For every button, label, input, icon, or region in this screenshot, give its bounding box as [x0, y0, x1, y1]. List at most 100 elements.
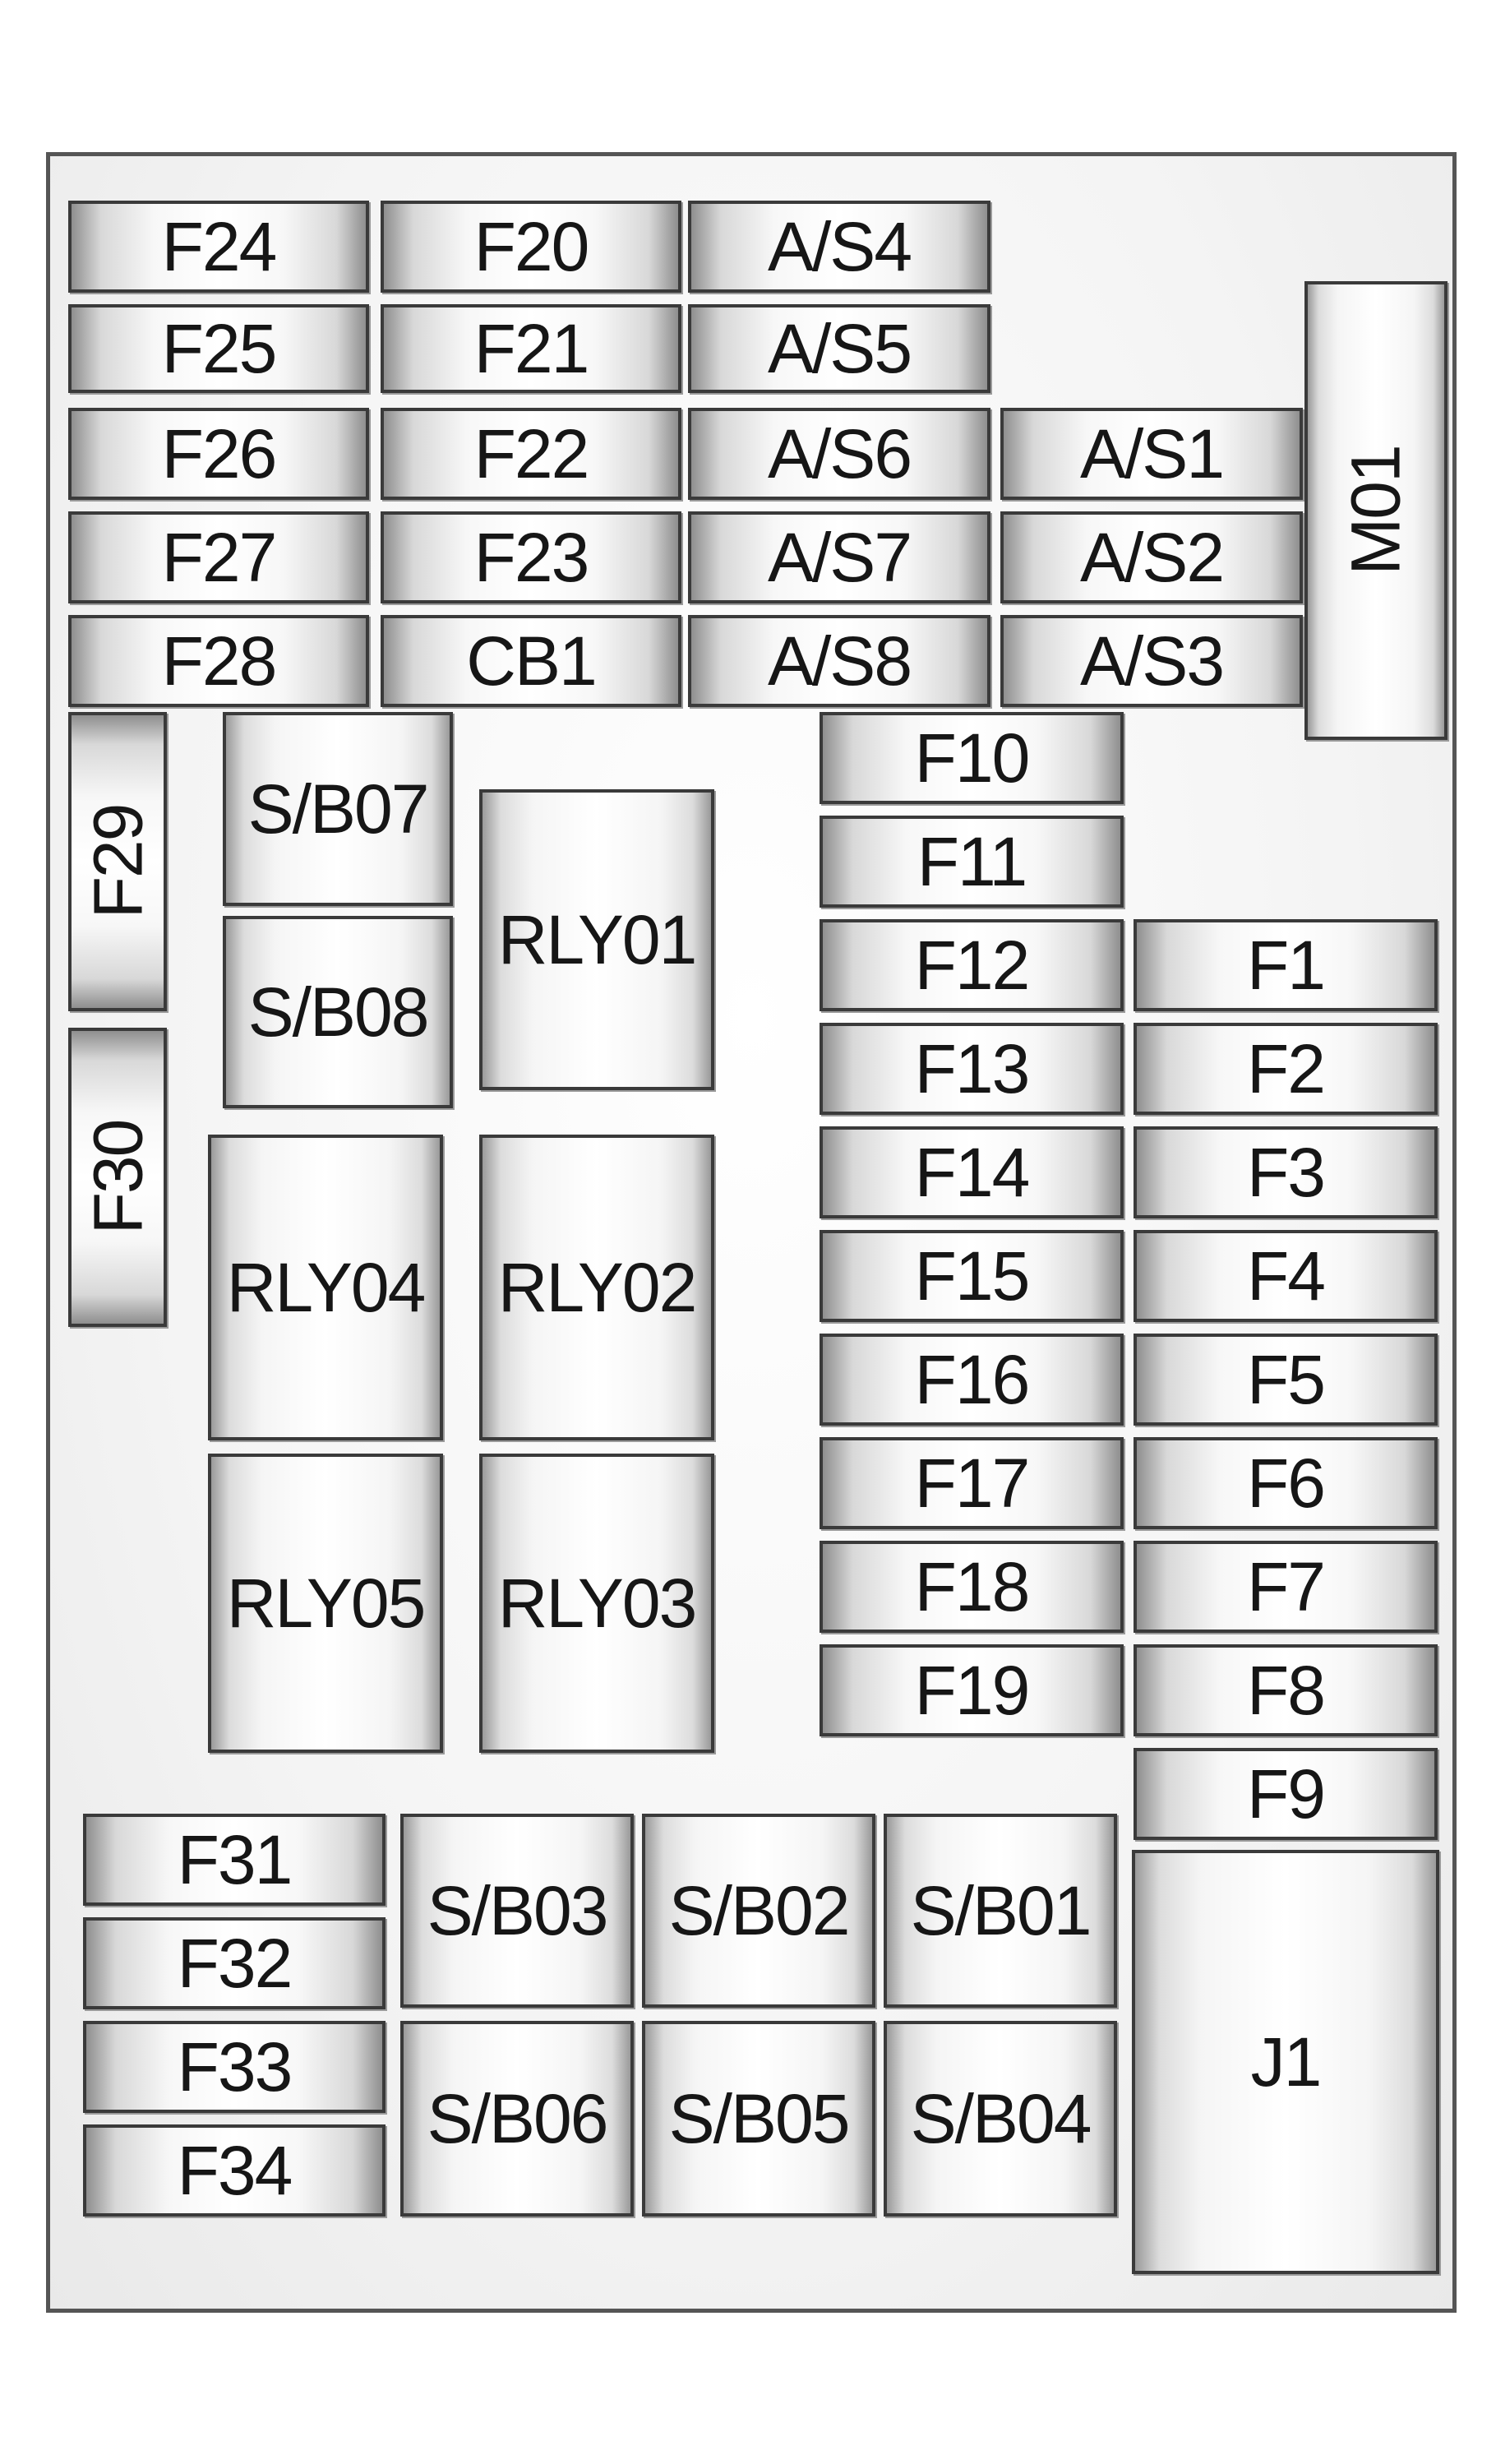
fuse-f31: F31	[83, 1814, 386, 1906]
fuse-label: F6	[1246, 1445, 1326, 1522]
relay-rly04: RLY04	[208, 1135, 443, 1440]
fuse-as3: A/S3	[1000, 615, 1303, 707]
fuse-f9: F9	[1134, 1748, 1438, 1840]
fuse-sb06: S/B06	[400, 2021, 634, 2217]
fuse-label: RLY04	[226, 1249, 427, 1326]
fuse-f29: F29	[68, 712, 167, 1011]
fuse-label: F23	[473, 519, 590, 596]
fuse-label: F17	[914, 1445, 1031, 1522]
fuse-f20: F20	[381, 201, 681, 293]
fuse-f15: F15	[820, 1230, 1124, 1322]
fuse-f2: F2	[1134, 1023, 1438, 1115]
fuse-label: M01	[1337, 446, 1415, 576]
fuse-f16: F16	[820, 1334, 1124, 1426]
fuse-f34: F34	[83, 2124, 386, 2217]
fuse-as1: A/S1	[1000, 408, 1303, 500]
fuse-as2: A/S2	[1000, 511, 1303, 603]
fuse-label: A/S3	[1079, 622, 1225, 700]
fuse-label: S/B04	[910, 2080, 1092, 2157]
fuse-label: F29	[79, 804, 156, 919]
fuse-f27: F27	[68, 511, 369, 603]
fuse-label: A/S5	[767, 310, 912, 387]
relay-rly05: RLY05	[208, 1454, 443, 1753]
fuse-sb01: S/B01	[884, 1814, 1117, 2008]
fuse-f24: F24	[68, 201, 369, 293]
fuse-f30: F30	[68, 1028, 167, 1327]
fuse-f3: F3	[1134, 1126, 1438, 1218]
fuse-label: S/B01	[910, 1872, 1092, 1949]
fuse-label: F12	[914, 927, 1031, 1004]
fuse-label: S/B06	[427, 2080, 609, 2157]
fuse-f19: F19	[820, 1644, 1124, 1736]
fuse-label: F25	[161, 310, 278, 387]
fuse-label: S/B02	[668, 1872, 851, 1949]
fuse-label: F15	[914, 1237, 1031, 1315]
fuse-f5: F5	[1134, 1334, 1438, 1426]
fuse-as4: A/S4	[688, 201, 990, 293]
connector-j1: J1	[1132, 1850, 1439, 2274]
fuse-label: F7	[1246, 1548, 1326, 1625]
fuse-label: S/B03	[427, 1872, 609, 1949]
fuse-as7: A/S7	[688, 511, 990, 603]
fuse-f4: F4	[1134, 1230, 1438, 1322]
circuit-breaker-cb1: CB1	[381, 615, 681, 707]
fuse-label: A/S2	[1079, 519, 1225, 596]
fuse-label: F21	[473, 310, 590, 387]
fuse-f22: F22	[381, 408, 681, 500]
fuse-f7: F7	[1134, 1541, 1438, 1633]
fuse-label: F16	[914, 1341, 1031, 1418]
fuse-label: RLY02	[497, 1249, 698, 1326]
fuse-label: F32	[177, 1925, 293, 2002]
fuse-label: A/S6	[767, 415, 912, 492]
fuse-f32: F32	[83, 1917, 386, 2009]
fuse-f10: F10	[820, 712, 1124, 804]
fuse-label: RLY03	[497, 1565, 698, 1642]
fuse-label: F30	[79, 1120, 156, 1235]
fuse-label: S/B05	[668, 2080, 851, 2157]
fuse-f8: F8	[1134, 1644, 1438, 1736]
fuse-f18: F18	[820, 1541, 1124, 1633]
fuse-f11: F11	[820, 816, 1124, 908]
fuse-f21: F21	[381, 304, 681, 393]
fuse-label: A/S7	[767, 519, 912, 596]
fuse-label: A/S8	[767, 622, 912, 700]
fuse-label: A/S1	[1079, 415, 1225, 492]
fuse-label: CB1	[466, 622, 597, 700]
fuse-label: F22	[473, 415, 590, 492]
fuse-sb07: S/B07	[223, 712, 453, 906]
fuse-label: F27	[161, 519, 278, 596]
fuse-as5: A/S5	[688, 304, 990, 393]
fuse-f17: F17	[820, 1437, 1124, 1529]
fuse-label: F24	[161, 208, 278, 285]
relay-rly02: RLY02	[479, 1135, 714, 1440]
fuse-label: S/B08	[247, 973, 430, 1051]
fuse-sb05: S/B05	[642, 2021, 875, 2217]
fuse-sb02: S/B02	[642, 1814, 875, 2008]
fuse-f33: F33	[83, 2021, 386, 2113]
fuse-label: F4	[1246, 1237, 1326, 1315]
fuse-f13: F13	[820, 1023, 1124, 1115]
fuse-sb03: S/B03	[400, 1814, 634, 2008]
fuse-label: F5	[1246, 1341, 1326, 1418]
fuse-label: F1	[1246, 927, 1326, 1004]
fuse-label: S/B07	[247, 770, 430, 848]
fuse-label: A/S4	[767, 208, 912, 285]
fuse-label: F26	[161, 415, 278, 492]
fuse-label: F31	[177, 1821, 293, 1898]
fuse-label: F11	[917, 823, 1028, 900]
fuse-f12: F12	[820, 919, 1124, 1011]
fuse-label: F19	[914, 1652, 1031, 1729]
module-m01: M01	[1304, 281, 1448, 740]
fuse-f23: F23	[381, 511, 681, 603]
relay-rly01: RLY01	[479, 789, 714, 1090]
fuse-label: F10	[914, 719, 1031, 797]
fuse-sb04: S/B04	[884, 2021, 1117, 2217]
fuse-label: F20	[473, 208, 590, 285]
fuse-f28: F28	[68, 615, 369, 707]
fuse-f1: F1	[1134, 919, 1438, 1011]
fuse-label: J1	[1250, 2023, 1323, 2101]
fuse-label: RLY05	[226, 1565, 427, 1642]
fuse-label: F33	[177, 2028, 293, 2106]
fuse-label: F28	[161, 622, 278, 700]
fuse-label: F13	[914, 1030, 1031, 1107]
